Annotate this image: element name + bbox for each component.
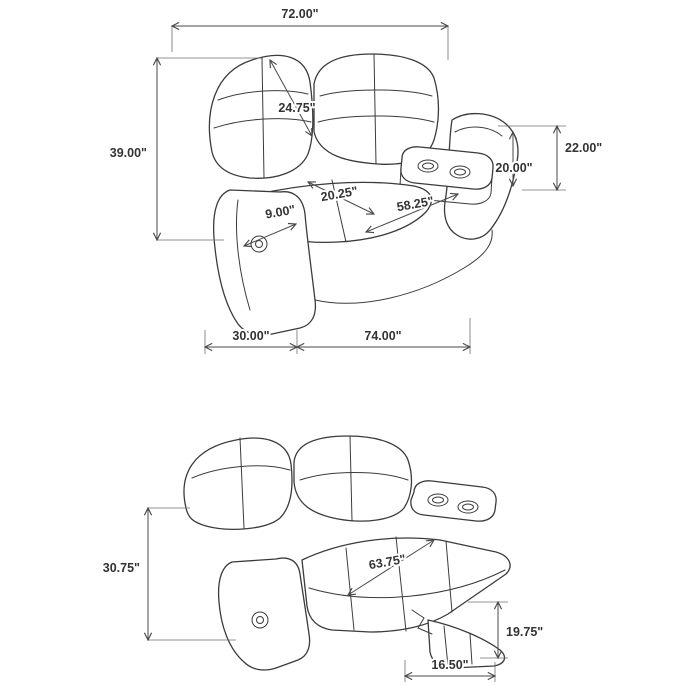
cupholder-icon [449,165,471,179]
left-arm-seam [236,199,251,311]
dim-interior-seat-width: 58.25" [366,192,458,232]
dim-overall-length-label: 74.00" [364,329,401,343]
legrest-seam [445,540,453,613]
right-arm-seam [454,126,503,137]
cupholder-icon [462,503,474,511]
dim-overall-width-label: 72.00" [281,7,318,21]
reclined-back-right [293,435,413,522]
cupholder-icon [457,500,479,514]
back-cushion-right [313,53,440,165]
dim-footrest-height: 19.75" [468,602,545,658]
upright-view: 72.00" 39.00" 24.75" 22.00" 20.00" [108,5,604,354]
dim-overall-height: 39.00" [108,58,263,240]
reclined-left-arm [217,557,311,671]
back-cushion-right-seam [373,53,377,165]
dim-overall-height-label: 39.00" [110,146,147,160]
reclined-legrest-upper [301,537,511,633]
legrest-seam [443,625,449,667]
reclined-view: 30.75" 63.75" 19.75" 16.50" [101,435,545,682]
dim-arm-height: 22.00" [498,126,604,190]
reclined-back-right-seam [349,435,353,522]
dim-console-height: 20.00" [493,132,535,186]
dim-overall-length: 74.00" [297,318,470,354]
dim-reclined-length-label: 63.75" [368,552,407,572]
dim-overall-depth-label: 30.00" [232,329,269,343]
legrest-seam [469,633,473,665]
console [400,146,494,190]
reclined-back-right-seam [299,472,409,481]
recline-mechanism [411,609,433,635]
dim-reclined-height-label: 30.75" [103,561,140,575]
back-cushion-left-seam [261,57,265,179]
back-cushion-right-seam [319,89,433,97]
dim-footrest-depth: 16.50" [405,656,495,682]
reclined-console [410,480,497,522]
reclined-back-left [183,437,293,530]
back-cushion-left [208,54,314,179]
dim-overall-depth: 30.00" [205,327,297,354]
dim-console-height-label: 20.00" [495,161,532,175]
power-recline-button-icon [256,616,264,624]
reclined-back-left-seam [239,437,245,529]
cupholder-icon [422,162,434,170]
dim-arm-height-label: 22.00" [565,141,602,155]
cupholder-icon [432,496,444,504]
dim-reclined-height: 30.75" [101,508,236,640]
dim-overall-width: 72.00" [172,5,448,60]
cupholder-icon [454,168,466,176]
dim-reclined-length: 63.75" [348,540,434,595]
upright-sofa-drawing [208,53,519,336]
power-recline-button-icon [251,611,269,629]
dim-back-cushion-height-label: 24.75" [278,101,315,115]
cupholder-icon [417,159,439,173]
base-front-edge [314,229,493,304]
cupholder-icon [427,493,449,507]
dim-footrest-depth-label: 16.50" [431,658,468,672]
back-cushion-right-seam [317,115,435,123]
legrest-seam [308,569,506,599]
dim-footrest-height-label: 19.75" [506,625,543,639]
reclined-sofa-drawing [183,435,511,671]
dim-back-cushion-height: 24.75" [270,60,318,136]
